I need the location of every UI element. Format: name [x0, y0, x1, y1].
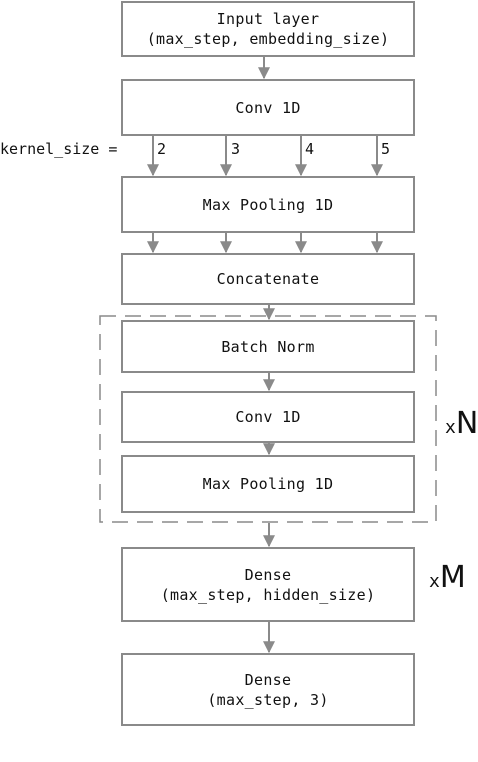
block-max-pooling-box: Max Pooling 1D [121, 455, 415, 513]
block-max-pooling-title: Max Pooling 1D [202, 475, 334, 493]
batch-norm-title: Batch Norm [221, 337, 315, 356]
concatenate-box: Concatenate [121, 253, 415, 305]
block-conv1d-box: Conv 1D [121, 391, 415, 443]
dense-output-title: Dense [244, 670, 292, 689]
conv1d-title: Conv 1D [235, 98, 301, 117]
repeat-n-x: x [445, 417, 456, 438]
input-layer-title: Input layer [216, 10, 320, 28]
kernel-size-label: kernel_size = [0, 140, 118, 158]
max-pooling-title: Max Pooling 1D [202, 195, 334, 214]
block-conv1d-title: Conv 1D [235, 408, 301, 426]
conv1d-box: Conv 1D [121, 79, 415, 136]
repeat-m-value: M [439, 560, 466, 595]
batch-norm-box: Batch Norm [121, 320, 415, 373]
repeat-m-x: x [429, 571, 440, 592]
repeat-n-value: N [455, 406, 478, 441]
concatenate-title: Concatenate [216, 270, 320, 288]
kernel-size-5: 5 [381, 140, 391, 158]
max-pooling-box: Max Pooling 1D [121, 176, 415, 233]
dense-hidden-shape: (max_step, hidden_size) [160, 585, 376, 604]
dense-output-box: Dense (max_step, 3) [121, 653, 415, 726]
input-layer-box: Input layer (max_step, embedding_size) [121, 1, 415, 57]
kernel-size-2: 2 [157, 140, 167, 158]
dense-output-shape: (max_step, 3) [207, 690, 329, 709]
dense-hidden-title: Dense [244, 565, 292, 584]
kernel-size-3: 3 [231, 140, 241, 158]
dense-hidden-box: Dense (max_step, hidden_size) [121, 547, 415, 622]
input-layer-shape: (max_step, embedding_size) [146, 30, 390, 48]
repeat-block-frame [99, 315, 437, 523]
kernel-size-4: 4 [305, 140, 315, 158]
